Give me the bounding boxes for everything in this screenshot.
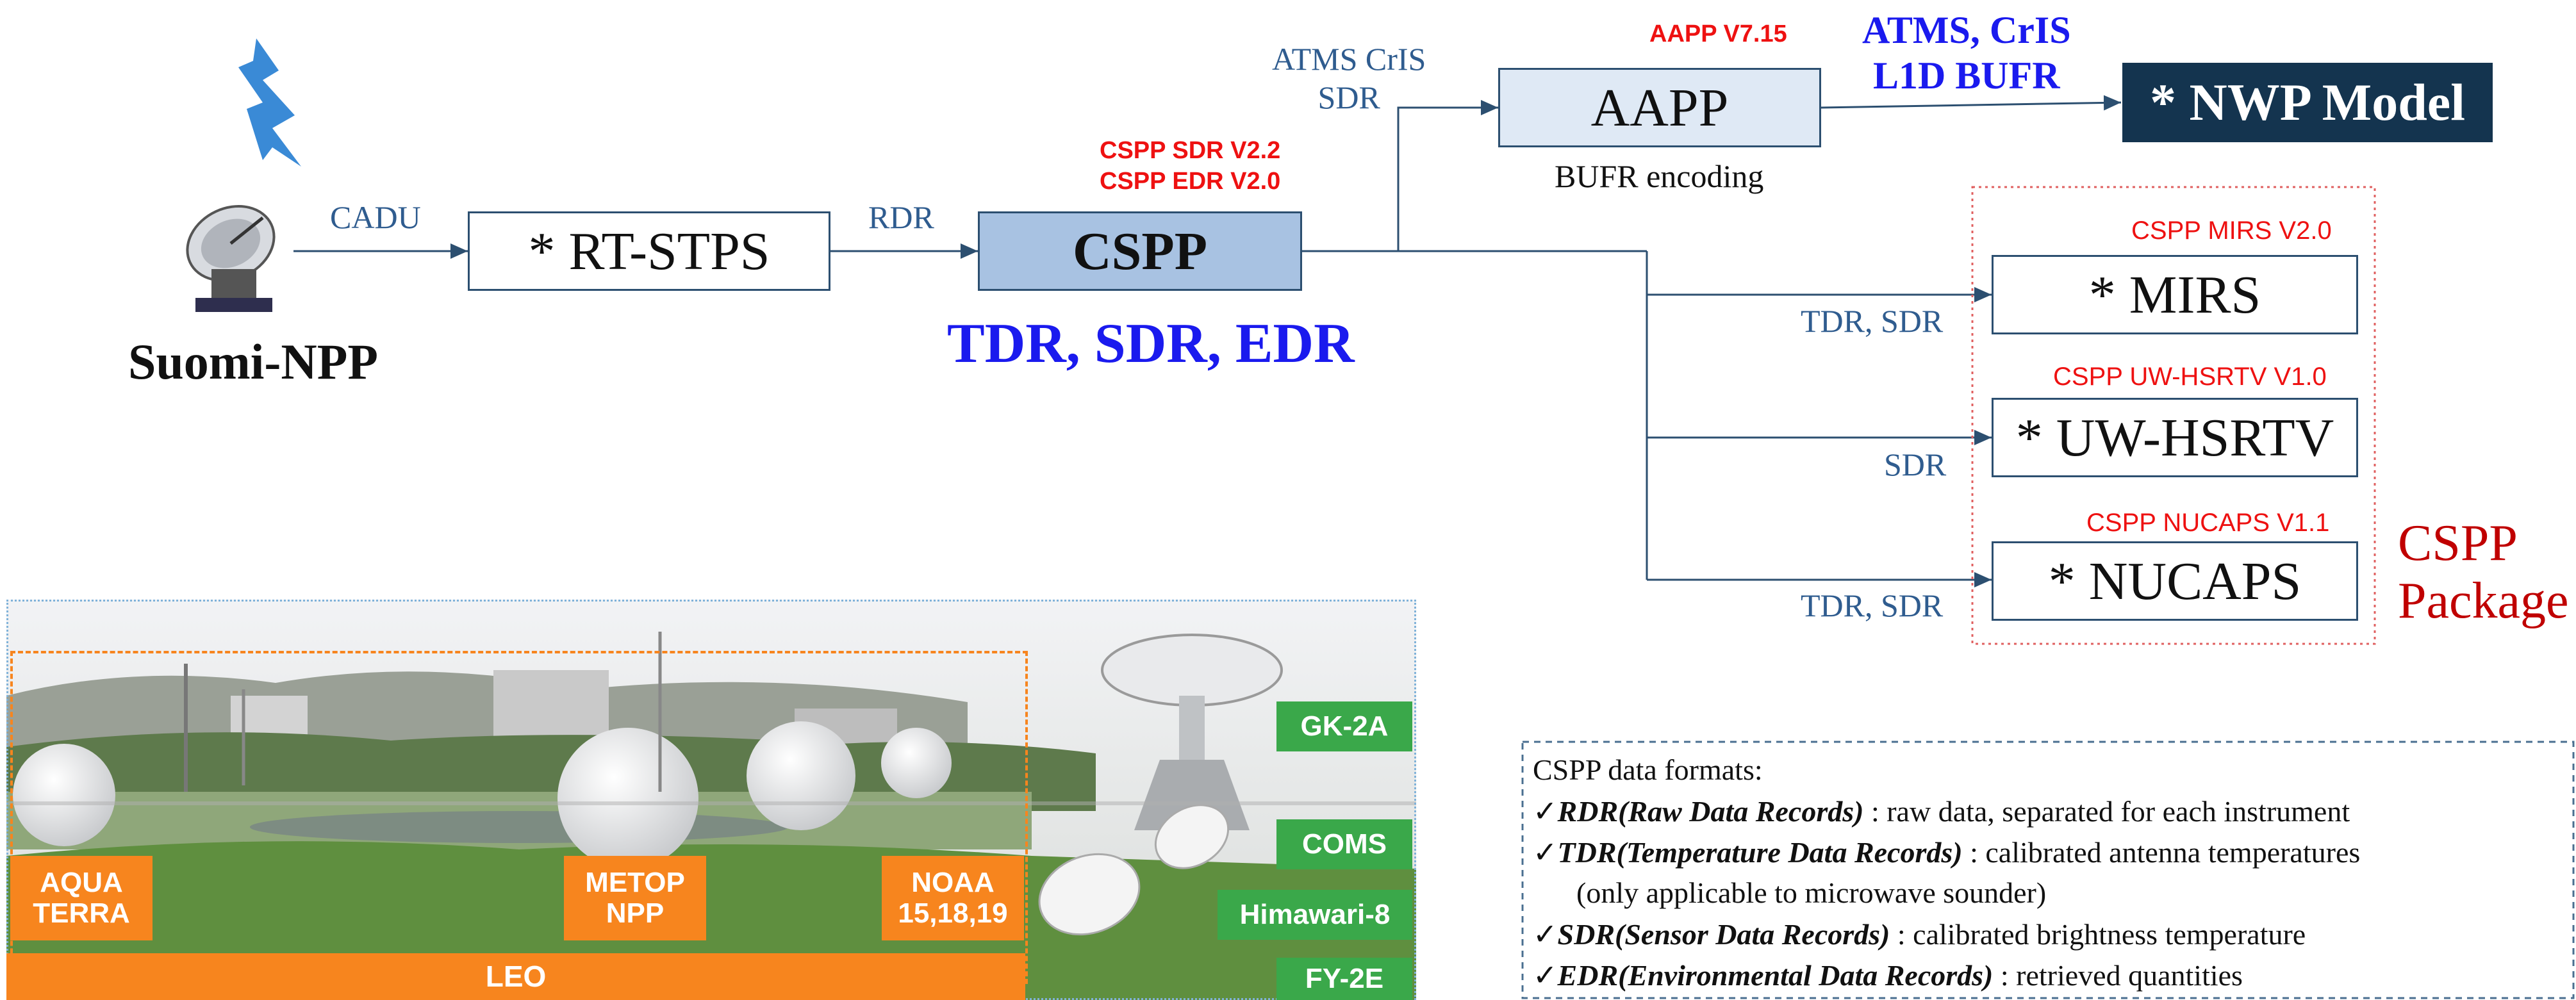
himawari-badge: Himawari-8 — [1218, 890, 1412, 940]
cspp-box: CSPP — [978, 211, 1302, 291]
ground-station-photo — [6, 600, 1416, 1000]
rtstps-box: * RT-STPS — [468, 211, 830, 291]
coms-badge: COMS — [1276, 819, 1412, 869]
ground-station-scene — [6, 600, 1416, 1000]
legend-item-tdr: ✓TDR(Temperature Data Records) : calibra… — [1533, 836, 2361, 869]
to-nwp-arrow — [1821, 95, 2122, 111]
legend-tdr-note: (only applicable to microwave sounder) — [1576, 876, 2047, 909]
aqua-terra-badge: AQUA TERRA — [10, 856, 153, 940]
uwhsrtv-input-label: SDR — [1884, 447, 1947, 482]
nwp-model-box: * NWP Model — [2122, 63, 2493, 142]
mirs-input-label: TDR, SDR — [1801, 303, 1944, 339]
cspp-package-label: CSPP Package — [2398, 515, 2569, 629]
mirs-box: * MIRS — [1992, 255, 2358, 334]
satellite-dish-icon — [186, 38, 301, 312]
mirs-version-label: CSPP MIRS V2.0 — [2131, 217, 2332, 245]
atms-cris-label: ATMS CrIS SDR — [1272, 41, 1426, 115]
aapp-version-label: AAPP V7.15 — [1649, 20, 1787, 47]
fy2e-badge: FY-2E — [1276, 958, 1412, 1000]
satellite-name: Suomi-NPP — [128, 334, 378, 389]
aapp-box: AAPP — [1498, 68, 1821, 147]
aapp-subcaption: BUFR encoding — [1555, 158, 1764, 194]
leo-frame — [10, 651, 1028, 984]
nucaps-input-label: TDR, SDR — [1801, 587, 1944, 623]
bufr-caption: ATMS, CrIS L1D BUFR — [1862, 9, 2071, 97]
noaa-badge: NOAA 15,18,19 — [882, 856, 1024, 940]
uwhsrtv-box: * UW-HSRTV — [1992, 398, 2358, 477]
rdr-label: RDR — [868, 199, 934, 235]
leo-bar: LEO — [6, 953, 1025, 1000]
legend-item-sdr: ✓SDR(Sensor Data Records) : calibrated b… — [1533, 918, 2306, 951]
cadu-label: CADU — [330, 199, 421, 235]
legend-item-edr: ✓EDR(Environmental Data Records) : retri… — [1533, 959, 2243, 992]
metop-npp-badge: METOP NPP — [564, 856, 706, 940]
nucaps-box: * NUCAPS — [1992, 541, 2358, 621]
legend-item-rdr: ✓RDR(Raw Data Records) : raw data, separ… — [1533, 795, 2350, 828]
cspp-products-caption: TDR, SDR, EDR — [947, 313, 1355, 375]
cspp-package-frame — [1971, 186, 2376, 645]
to-aapp-arrow — [1397, 100, 1498, 251]
cspp-version-label: CSPP SDR V2.2 CSPP EDR V2.0 — [1100, 137, 1281, 195]
legend-title: CSPP data formats: — [1533, 753, 1763, 786]
legend-frame — [1521, 741, 2575, 999]
gk2a-badge: GK-2A — [1276, 701, 1412, 751]
uwhsrtv-version-label: CSPP UW-HSRTV V1.0 — [2053, 363, 2327, 391]
nucaps-version-label: CSPP NUCAPS V1.1 — [2086, 509, 2330, 537]
